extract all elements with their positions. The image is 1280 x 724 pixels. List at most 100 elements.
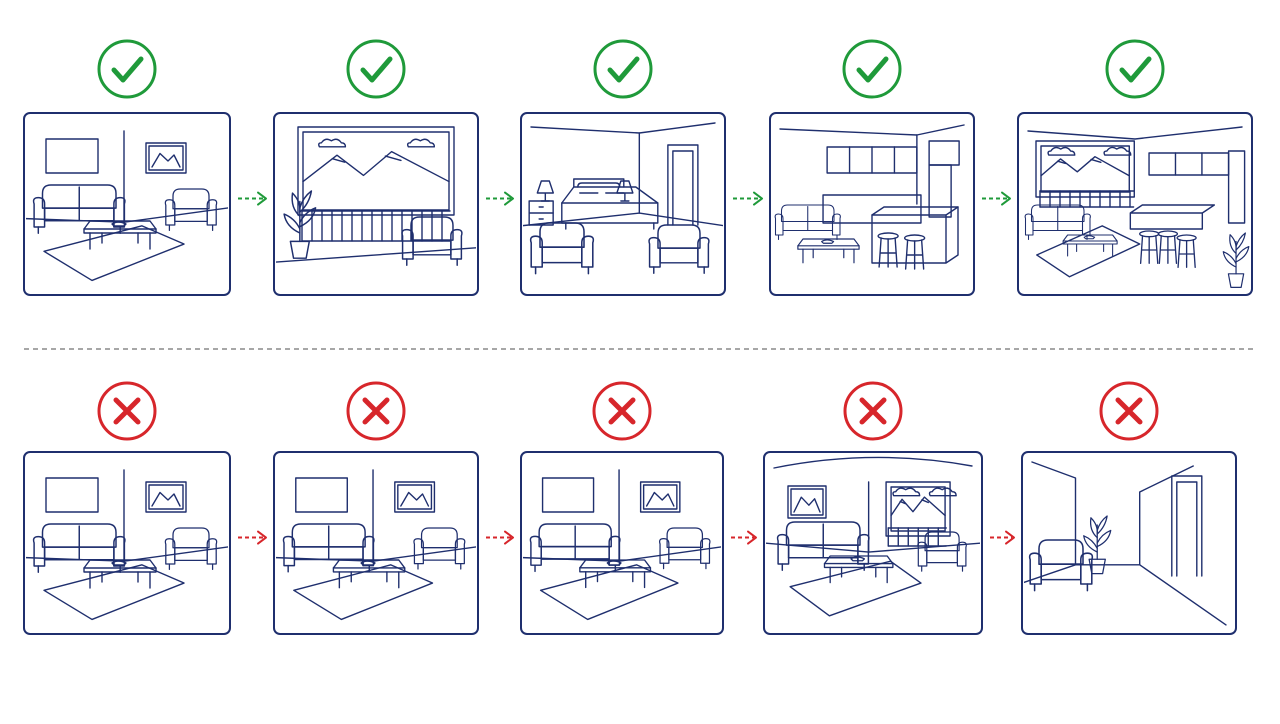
rug: [789, 560, 922, 617]
railing: [1039, 190, 1135, 208]
arrow-head: [257, 191, 267, 206]
scene-frame-open-plan: [1017, 112, 1253, 296]
check-icon: [593, 39, 653, 99]
scene-living-room: [26, 469, 228, 621]
stool: [877, 232, 899, 268]
wall-picture: [639, 481, 681, 513]
scene-frame-kitchen: [769, 112, 975, 296]
dashed-arrow: [238, 530, 267, 545]
sofa: [774, 204, 841, 241]
arrow-head: [1001, 191, 1011, 206]
dashed-arrow: [238, 191, 267, 206]
sofa: [1024, 204, 1091, 241]
coffee-table: [83, 220, 157, 250]
wall-picture: [45, 138, 99, 174]
armchair: [413, 527, 466, 570]
cabinets: [826, 140, 960, 218]
status-ring: [842, 39, 902, 99]
dashed-arrow: [486, 530, 514, 545]
scene-living-room-wide: [766, 456, 980, 617]
scene-frame-living-room: [23, 112, 231, 296]
cross-icon: [97, 381, 157, 441]
armchair: [529, 222, 595, 275]
doorway: [1171, 475, 1203, 577]
cabinets: [1148, 150, 1246, 224]
dashed-arrow: [990, 530, 1015, 545]
island: [1129, 204, 1216, 230]
scene-living-room: [276, 469, 476, 621]
cross-icon: [843, 381, 903, 441]
scene-balcony-window: [276, 126, 476, 267]
check-mark: [111, 56, 144, 83]
rug: [43, 564, 185, 621]
bed: [561, 178, 659, 230]
armchair: [164, 188, 218, 232]
cross-icon: [346, 381, 406, 441]
check-mark: [360, 56, 393, 83]
arrow-head: [504, 530, 514, 545]
check-icon: [842, 39, 902, 99]
scene-frame-living-room: [273, 451, 479, 635]
scene-frame-balcony-window: [273, 112, 479, 296]
railing: [301, 210, 451, 242]
cross-mark: [362, 397, 390, 425]
scene-frame-living-room: [520, 451, 724, 635]
cross-mark: [608, 397, 636, 425]
rug: [539, 564, 679, 621]
status-ring: [97, 39, 157, 99]
check-icon: [1105, 39, 1165, 99]
stool: [1176, 234, 1197, 268]
rug: [293, 564, 434, 621]
check-mark: [1119, 56, 1152, 83]
dashed-arrow: [733, 191, 763, 206]
sofa: [529, 523, 621, 573]
armchair: [917, 531, 967, 572]
cross-mark: [1115, 397, 1143, 425]
armchair: [658, 527, 711, 570]
mountain-window: [1035, 140, 1135, 198]
status-ring: [346, 39, 406, 99]
arrow-head: [747, 530, 757, 545]
sofa: [776, 521, 870, 572]
wall-picture: [45, 477, 99, 513]
scene-frame-living-room: [23, 451, 231, 635]
scene-frame-bedroom: [520, 112, 726, 296]
coffee-table: [823, 555, 894, 584]
plant: [1222, 232, 1250, 288]
rug: [1036, 225, 1141, 278]
cross-icon: [592, 381, 652, 441]
doorway: [667, 144, 699, 226]
wall-picture: [295, 477, 348, 513]
stool: [1157, 230, 1179, 264]
sofa: [282, 523, 375, 573]
dashed-arrow: [982, 191, 1011, 206]
cross-mark: [859, 397, 887, 425]
arrow-head: [504, 191, 514, 206]
coffee-table: [83, 559, 157, 589]
coffee-table: [1062, 234, 1118, 257]
scene-kitchen: [774, 124, 965, 270]
wall-picture: [541, 477, 595, 513]
scene-open-plan: [1024, 126, 1250, 288]
arrow-head: [1005, 530, 1015, 545]
check-icon: [346, 39, 406, 99]
wall-picture: [787, 485, 827, 519]
arrow-head: [257, 530, 267, 545]
scene-living-room: [26, 130, 228, 282]
coffee-table: [332, 559, 406, 589]
armchair: [164, 527, 218, 571]
scene-living-room: [523, 469, 721, 621]
dashed-arrow: [486, 191, 514, 206]
plant: [1083, 515, 1112, 575]
scene-frame-living-room-wide: [763, 451, 983, 635]
check-mark: [607, 56, 640, 83]
arrow-head: [753, 191, 763, 206]
armchair: [648, 224, 710, 275]
dashed-arrow: [731, 530, 757, 545]
scene-empty-corner: [1024, 461, 1227, 626]
check-icon: [97, 39, 157, 99]
sofa: [32, 184, 126, 235]
row-good: [23, 39, 1253, 296]
